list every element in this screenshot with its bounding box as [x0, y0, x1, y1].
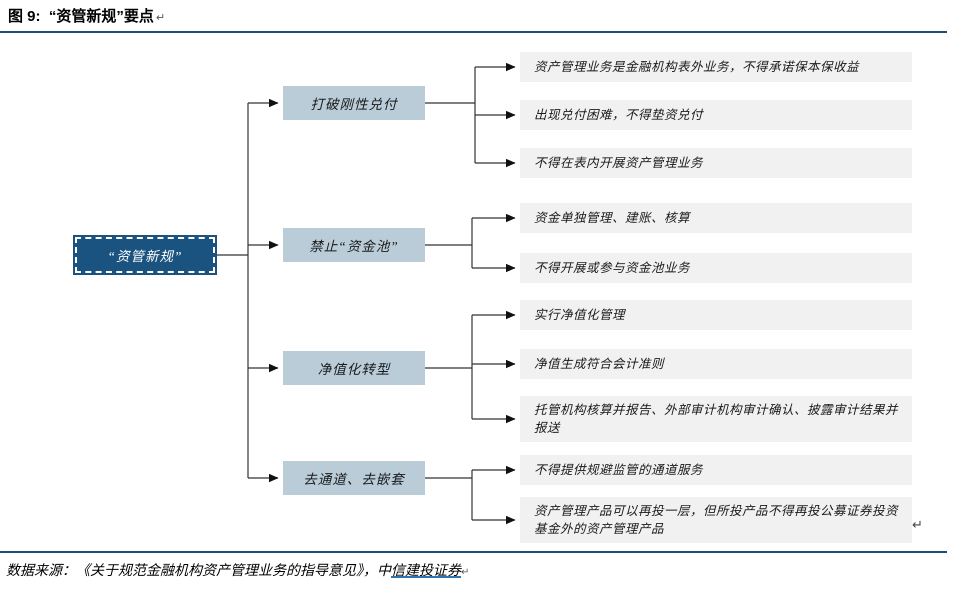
branch-node-remove-channels-nesting: 去通道、去嵌套 — [283, 461, 425, 495]
branch-node-nav-transformation: 净值化转型 — [283, 351, 425, 385]
paragraph-return-icon: ↵ — [155, 12, 166, 24]
leaf-node: 托管机构核算并报告、外部审计机构审计确认、披露审计结果并报送 — [520, 396, 912, 442]
branch-node-label: 打破刚性兑付 — [310, 97, 398, 112]
figure-title-text: 图 9: “资管新规”要点 — [8, 8, 154, 25]
paragraph-return-icon: ↵ — [912, 518, 923, 533]
root-node: “资管新规” — [75, 237, 215, 273]
figure-title: 图 9: “资管新规”要点↵ — [8, 5, 165, 26]
leaf-node-text: 托管机构核算并报告、外部审计机构审计确认、披露审计结果并报送 — [534, 402, 899, 435]
leaf-node-text: 实行净值化管理 — [534, 307, 626, 322]
leaf-node: 实行净值化管理 — [520, 300, 912, 330]
leaf-node-text: 出现兑付困难，不得垫资兑付 — [534, 107, 704, 122]
paragraph-return-icon: ↵ — [461, 567, 470, 578]
leaf-node-text: 不得在表内开展资产管理业务 — [534, 155, 704, 170]
branch-node-label: 去通道、去嵌套 — [303, 472, 405, 487]
leaf-node-text: 资金单独管理、建账、核算 — [534, 210, 691, 225]
leaf-node: 资产管理业务是金融机构表外业务，不得承诺保本保收益 — [520, 52, 912, 82]
leaf-node: 净值生成符合会计准则 — [520, 349, 912, 379]
data-source-line: 数据来源：《关于规范金融机构资产管理业务的指导意见》，中信建投证券↵ — [6, 560, 954, 580]
leaf-node: 不得开展或参与资金池业务 — [520, 253, 912, 283]
bottom-divider — [0, 551, 947, 553]
leaf-node-text: 净值生成符合会计准则 — [534, 356, 665, 371]
leaf-node: 资金单独管理、建账、核算 — [520, 203, 912, 233]
top-divider — [0, 31, 947, 33]
data-source-text: 数据来源：《关于规范金融机构资产管理业务的指导意见》，中 — [6, 564, 391, 579]
branch-node-ban-capital-pool: 禁止“资金池” — [283, 228, 425, 262]
branch-node-label: 禁止“资金池” — [309, 239, 399, 254]
leaf-node-text: 不得开展或参与资金池业务 — [534, 260, 691, 275]
leaf-node: 资产管理产品可以再投一层，但所投产品不得再投公募证券投资基金外的资产管理产品 — [520, 497, 912, 543]
branch-node-break-rigid-payment: 打破刚性兑付 — [283, 86, 425, 120]
source-link[interactable]: 信建投证券 — [391, 564, 461, 579]
leaf-node-text: 不得提供规避监管的通道服务 — [534, 462, 704, 477]
leaf-node-text: 资产管理产品可以再投一层，但所投产品不得再投公募证券投资基金外的资产管理产品 — [534, 503, 899, 536]
leaf-node: 不得在表内开展资产管理业务 — [520, 148, 912, 178]
branch-node-label: 净值化转型 — [317, 362, 391, 377]
root-node-label: “资管新规” — [107, 249, 183, 264]
leaf-node: 不得提供规避监管的通道服务 — [520, 455, 912, 485]
leaf-node-text: 资产管理业务是金融机构表外业务，不得承诺保本保收益 — [534, 59, 860, 74]
leaf-node: 出现兑付困难，不得垫资兑付 — [520, 100, 912, 130]
